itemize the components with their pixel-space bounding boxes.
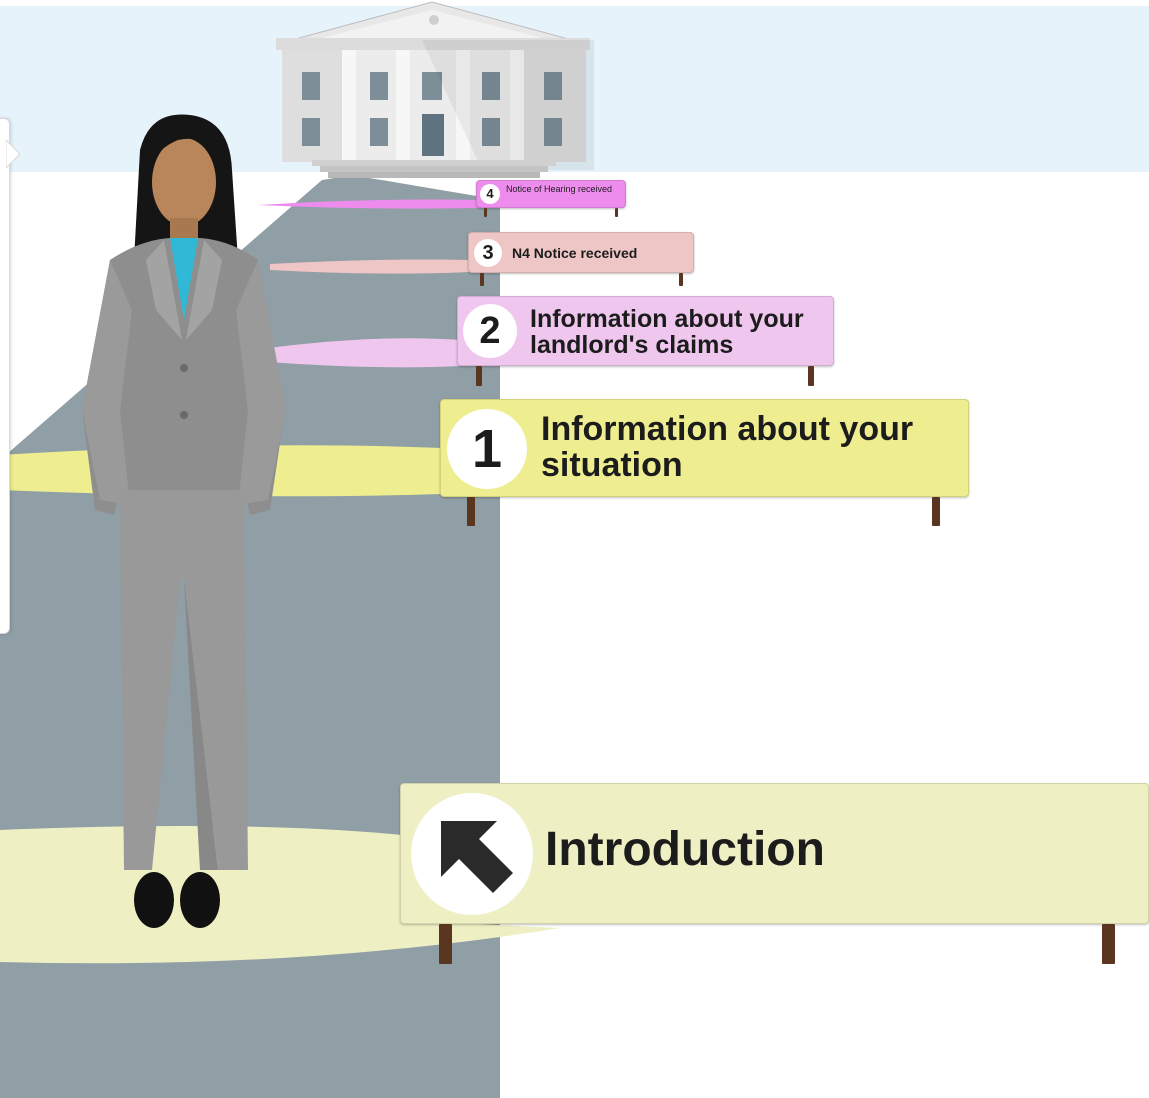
step-1-number: 1	[447, 409, 527, 489]
step-1-sign[interactable]: 1 Information about your situation	[440, 399, 969, 497]
sign-post	[1102, 924, 1115, 964]
sign-post	[679, 273, 683, 286]
person-in-suit-icon	[82, 114, 286, 928]
sign-post	[808, 366, 814, 386]
introduction-label: Introduction	[545, 823, 825, 876]
courthouse-icon	[276, 1, 594, 178]
side-panel-edge[interactable]	[0, 118, 10, 634]
arrow-up-left-glyph	[441, 821, 513, 893]
sign-post	[439, 924, 452, 964]
sign-post	[476, 366, 482, 386]
glow-step4	[258, 199, 478, 209]
arrow-up-left-icon	[411, 793, 533, 915]
sign-post	[480, 273, 484, 286]
step-2-sign[interactable]: 2 Information about your landlord's clai…	[457, 296, 834, 366]
step-4-label: Notice of Hearing received	[506, 184, 613, 194]
step-3-number: 3	[474, 239, 502, 267]
sign-post	[484, 208, 487, 217]
step-3-sign[interactable]: 3 N4 Notice received	[468, 232, 694, 273]
chevron-right-icon[interactable]	[6, 140, 20, 168]
sign-post	[615, 208, 618, 217]
sign-post	[932, 497, 940, 526]
glow-step3	[270, 259, 470, 274]
step-2-label: Information about your landlord's claims	[530, 305, 804, 359]
step-4-number: 4	[480, 184, 500, 204]
step-3-label: N4 Notice received	[512, 245, 638, 261]
glow-step2	[268, 338, 460, 368]
step-2-number: 2	[463, 304, 517, 358]
introduction-sign[interactable]: Introduction	[400, 783, 1149, 924]
step-1-label: Information about your situation	[541, 410, 914, 484]
sign-post	[467, 497, 475, 526]
step-4-sign[interactable]: 4 Notice of Hearing received	[476, 180, 626, 208]
